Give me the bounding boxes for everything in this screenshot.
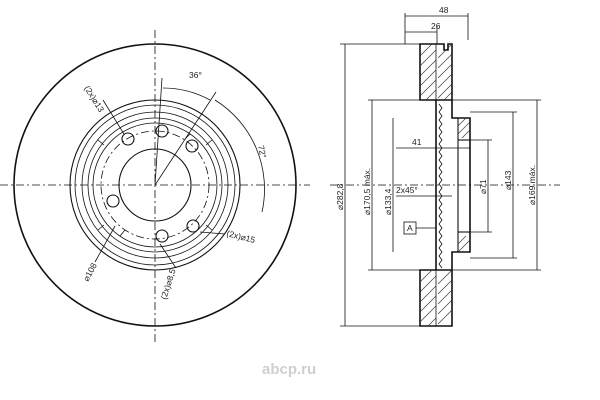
- bolt-hole-bottom: [155, 229, 169, 243]
- dim-282-label: ⌀282,8: [335, 183, 345, 210]
- angle-72-label: 72°: [256, 144, 268, 159]
- angle-72-arc: [214, 99, 265, 213]
- holes-13-leader: [102, 99, 125, 135]
- dim-48-label: 48: [439, 5, 449, 15]
- angle-36-arc: [162, 87, 211, 101]
- hat-outer-ring: [74, 104, 236, 266]
- upper-ring-outline: [419, 43, 453, 101]
- angle-36-leader-a: [154, 77, 163, 186]
- lower-ring-outline: [419, 269, 453, 327]
- holes-15-leader: [199, 231, 226, 235]
- bolt-hole-left: [106, 194, 120, 208]
- front-view: 36° 72° (2x)⌀13 (2x)⌀15 (2x)⌀8,5 ⌀108: [0, 30, 310, 345]
- dim-169-label: ⌀169 máx.: [527, 165, 537, 205]
- hat-ring-2: [81, 111, 229, 259]
- section-view: ⌀282,8 ⌀170,5 máx. ⌀133,4 48 26: [330, 5, 560, 327]
- bolt-holes: [106, 124, 200, 243]
- bolt-hole-lower-right: [186, 219, 200, 233]
- friction-inner-edge: [69, 99, 241, 271]
- angle-36-label: 36°: [189, 70, 202, 80]
- dim-26-label: 26: [431, 21, 441, 31]
- chamfer-label: 2x45°: [396, 185, 418, 195]
- hat-serrated-edge: [438, 103, 443, 269]
- hat-ring-4: [92, 122, 218, 248]
- bolt-hole-upper-left: [121, 132, 135, 146]
- watermark-logo: abcp.ru: [262, 361, 316, 378]
- friction-ring-section: [419, 43, 453, 327]
- pcd-circle: [100, 130, 210, 240]
- center-bore: [118, 148, 192, 222]
- bolt-hole-upper-right: [185, 139, 199, 153]
- datum-a-label: A: [407, 223, 413, 233]
- disc-outer-edge: [13, 43, 297, 327]
- holes-13-label: (2x)⌀13: [82, 84, 106, 114]
- dim-71-label: ⌀71: [478, 179, 488, 194]
- hat-ring-3: [87, 117, 223, 253]
- angle-36-leader-b: [154, 91, 217, 186]
- watermark-text: abcp.ru: [262, 361, 316, 378]
- dim-133-label: ⌀133,4: [383, 188, 393, 215]
- bolt-hole-top: [155, 124, 169, 138]
- pcd-108-label: ⌀108: [81, 261, 99, 283]
- pcd-108-leader: [94, 225, 116, 263]
- holes-15-label: (2x)⌀15: [226, 228, 257, 245]
- dim-41-label: 41: [412, 137, 422, 147]
- holes-8-leader: [159, 243, 177, 269]
- dim-143-label: ⌀143: [503, 170, 513, 190]
- holes-8-label: (2x)⌀8,5: [158, 267, 177, 300]
- dim-170-label: ⌀170,5 máx.: [362, 168, 372, 215]
